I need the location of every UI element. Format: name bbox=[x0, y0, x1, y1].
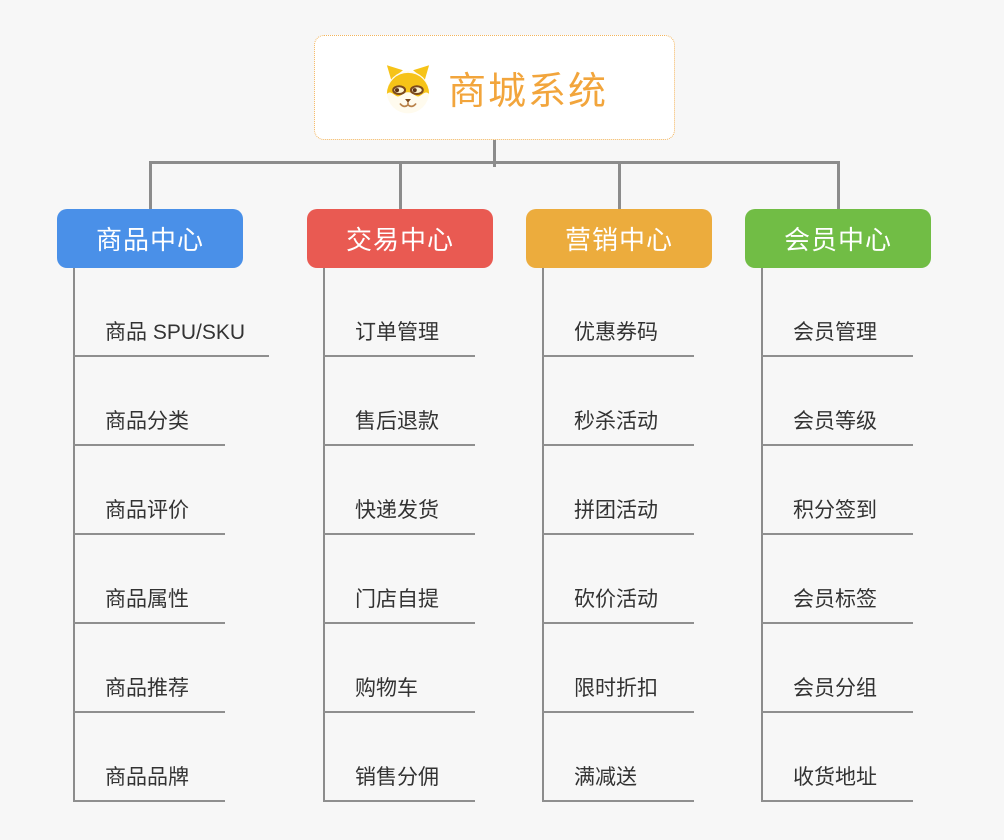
branch-item[interactable]: 商品 SPU/SKU bbox=[73, 268, 270, 357]
branch-item[interactable]: 收货地址 bbox=[761, 713, 913, 802]
connector-drop-trade bbox=[399, 161, 402, 209]
connector-drop-marketing bbox=[618, 161, 621, 209]
connector-spine bbox=[323, 268, 325, 802]
branch-item[interactable]: 拼团活动 bbox=[542, 446, 694, 535]
branch-column-trade: 订单管理 售后退款 快递发货 门店自提 购物车 销售分佣 bbox=[323, 268, 475, 802]
branch-item[interactable]: 限时折扣 bbox=[542, 624, 694, 713]
branch-item[interactable]: 商品分类 bbox=[73, 357, 225, 446]
branch-item[interactable]: 购物车 bbox=[323, 624, 475, 713]
branch-item[interactable]: 商品评价 bbox=[73, 446, 225, 535]
branch-node-product-center[interactable]: 商品中心 bbox=[57, 209, 243, 268]
shiba-dog-icon bbox=[386, 64, 430, 113]
connector-drop-member bbox=[837, 161, 840, 209]
branch-item[interactable]: 积分签到 bbox=[761, 446, 913, 535]
branch-item[interactable]: 优惠券码 bbox=[542, 268, 694, 357]
branch-node-trade-center[interactable]: 交易中心 bbox=[307, 209, 493, 268]
connector-spine bbox=[73, 268, 75, 802]
connector-root-stub bbox=[493, 140, 496, 167]
branch-item[interactable]: 商品品牌 bbox=[73, 713, 225, 802]
branch-item[interactable]: 会员等级 bbox=[761, 357, 913, 446]
connector-spine bbox=[761, 268, 763, 802]
branch-item[interactable]: 商品推荐 bbox=[73, 624, 225, 713]
branch-item[interactable]: 快递发货 bbox=[323, 446, 475, 535]
branch-item[interactable]: 秒杀活动 bbox=[542, 357, 694, 446]
branch-item[interactable]: 售后退款 bbox=[323, 357, 475, 446]
connector-drop-product bbox=[149, 161, 152, 209]
branch-item[interactable]: 会员管理 bbox=[761, 268, 913, 357]
branch-column-product: 商品 SPU/SKU 商品分类 商品评价 商品属性 商品推荐 商品品牌 bbox=[73, 268, 270, 802]
branch-item[interactable]: 砍价活动 bbox=[542, 535, 694, 624]
branch-item[interactable]: 会员分组 bbox=[761, 624, 913, 713]
branch-item[interactable]: 订单管理 bbox=[323, 268, 475, 357]
branch-item[interactable]: 会员标签 bbox=[761, 535, 913, 624]
branch-item[interactable]: 销售分佣 bbox=[323, 713, 475, 802]
branch-node-member-center[interactable]: 会员中心 bbox=[745, 209, 931, 268]
branch-column-marketing: 优惠券码 秒杀活动 拼团活动 砍价活动 限时折扣 满减送 bbox=[542, 268, 694, 802]
connector-spine bbox=[542, 268, 544, 802]
branch-item[interactable]: 满减送 bbox=[542, 713, 694, 802]
branch-item[interactable]: 门店自提 bbox=[323, 535, 475, 624]
root-title: 商城系统 bbox=[447, 71, 608, 113]
root-node-mall-system[interactable]: 商城系统 bbox=[314, 35, 675, 140]
connector-horizontal bbox=[149, 161, 840, 164]
branch-column-member: 会员管理 会员等级 积分签到 会员标签 会员分组 收货地址 bbox=[761, 268, 913, 802]
branch-node-marketing-center[interactable]: 营销中心 bbox=[526, 209, 712, 268]
branch-item[interactable]: 商品属性 bbox=[73, 535, 225, 624]
